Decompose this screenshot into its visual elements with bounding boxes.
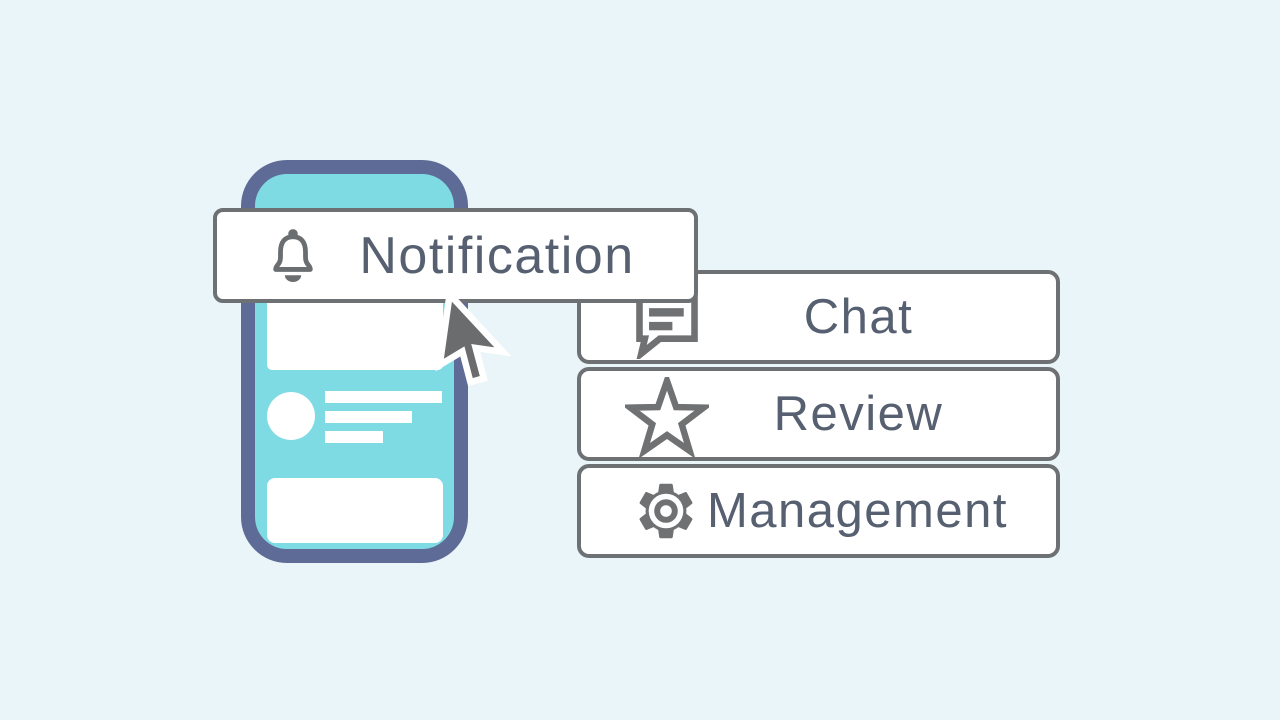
notification-label: Notification xyxy=(359,226,635,285)
screen-placeholder-block-top xyxy=(267,296,443,370)
review-label: Review xyxy=(773,386,944,441)
screen-text-line xyxy=(325,411,412,423)
chat-label: Chat xyxy=(803,289,914,344)
star-icon xyxy=(625,377,709,457)
review-button[interactable]: Review xyxy=(577,367,1060,461)
management-button[interactable]: Management xyxy=(577,464,1060,558)
mouse-pointer-icon xyxy=(431,289,533,405)
screen-avatar-circle xyxy=(267,392,315,440)
management-label: Management xyxy=(706,483,1008,538)
screen-text-line xyxy=(325,391,442,403)
screen-placeholder-block-bottom xyxy=(267,478,443,543)
gear-icon xyxy=(625,477,707,545)
screen-text-line xyxy=(325,431,383,443)
bell-icon xyxy=(268,224,318,288)
chat-bubble-icon xyxy=(625,292,709,359)
notification-button[interactable]: Notification xyxy=(213,208,698,303)
